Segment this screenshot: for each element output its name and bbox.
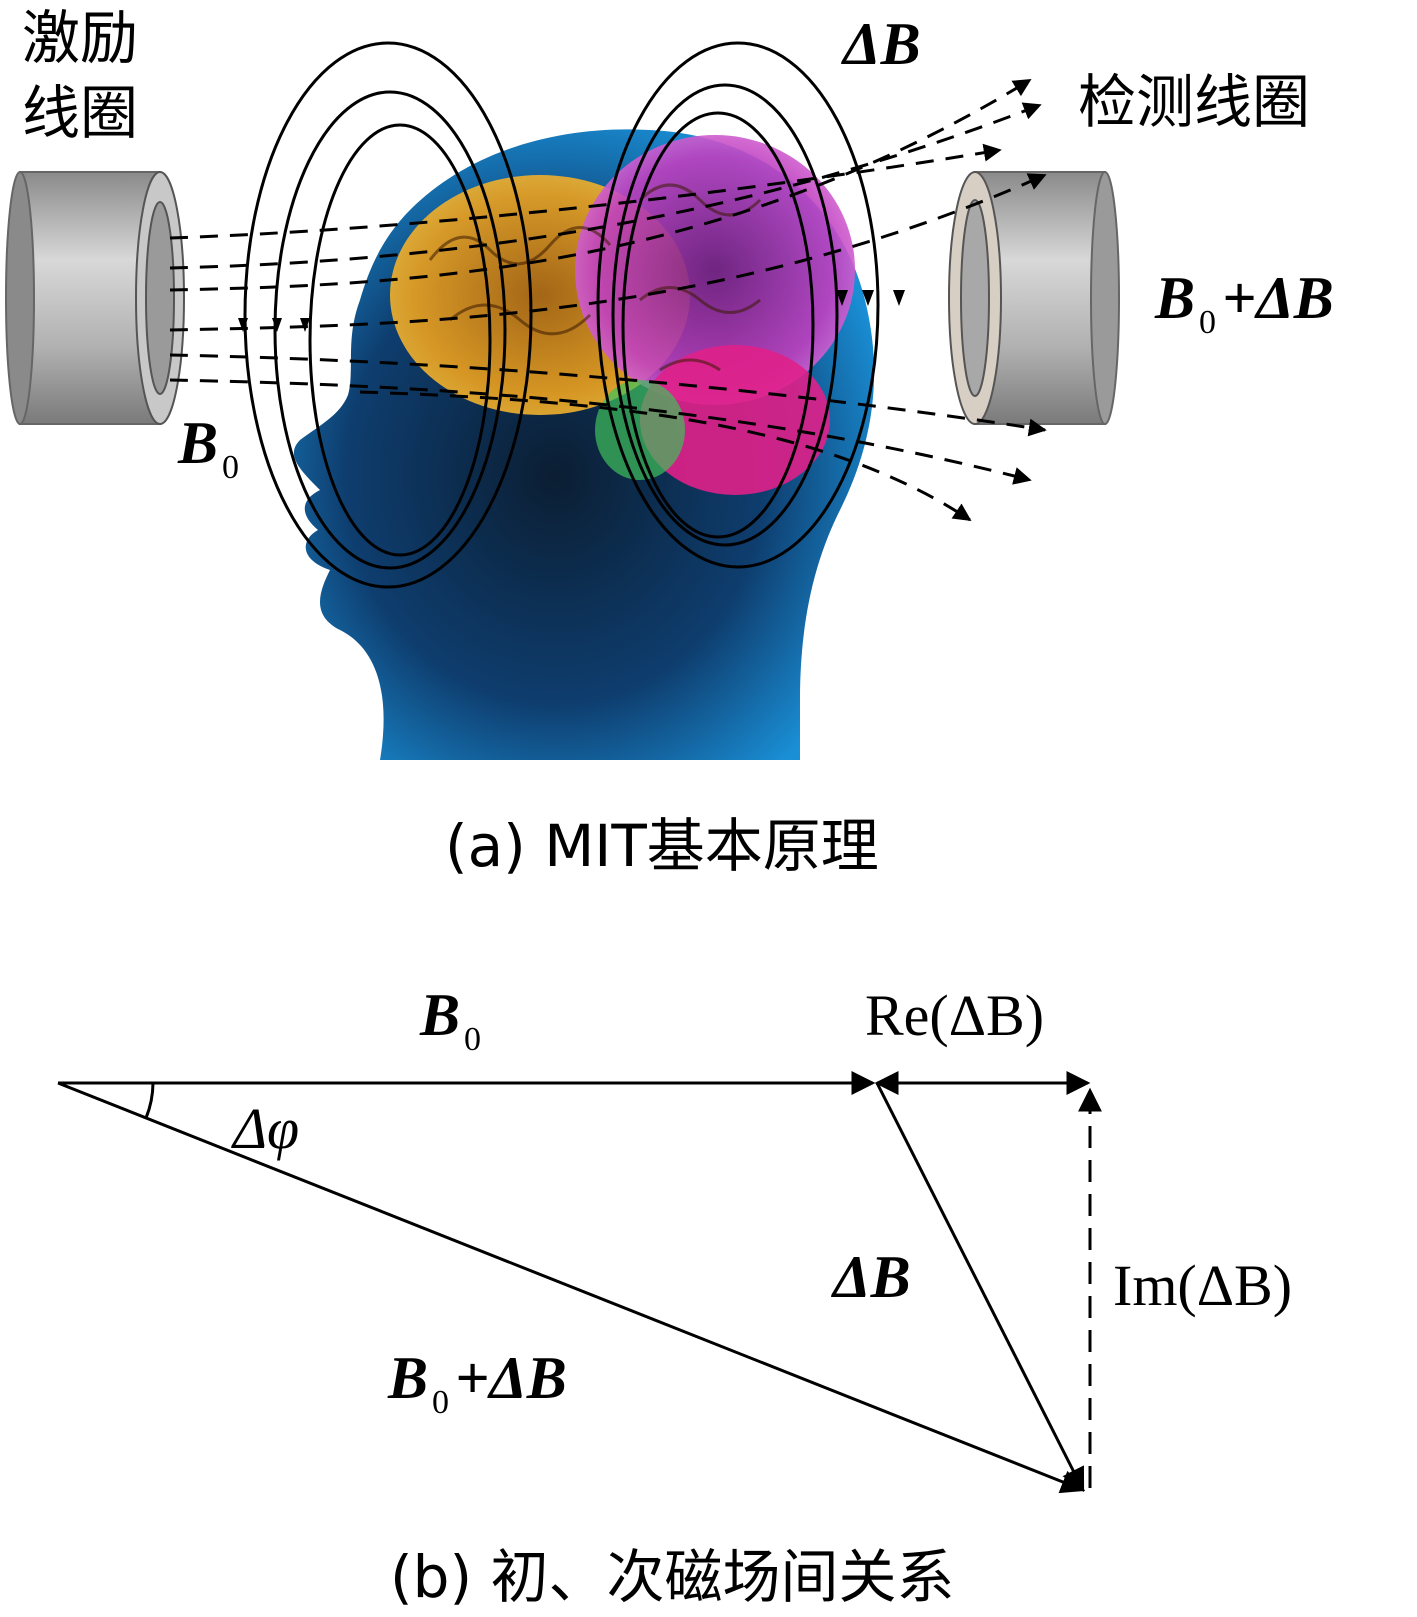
brain-cerebellum-pink: [640, 345, 830, 495]
panel-a: 激励 线圈 检测线圈 ΔB B 0 B 0 +ΔB (a) MIT基本原理: [5, 4, 1334, 880]
label-re-db: Re(ΔB): [865, 983, 1044, 1048]
svg-text:B: B: [387, 1345, 428, 1411]
svg-text:0: 0: [432, 1384, 449, 1421]
primary-field-lines: [169, 78, 1047, 522]
caption-a: (a) MIT基本原理: [445, 812, 879, 880]
head-illustration: [293, 129, 875, 760]
eddy-loops-left: [243, 41, 533, 589]
svg-text:B: B: [419, 982, 460, 1048]
brain-folds: [428, 183, 762, 372]
svg-text:B: B: [177, 410, 218, 476]
eddy-arrows-right: [836, 290, 905, 306]
svg-text:+ΔB: +ΔB: [455, 1345, 567, 1411]
svg-text:0: 0: [1199, 304, 1216, 341]
label-b0-bottom: B 0: [419, 982, 481, 1058]
label-delta-b-bottom: ΔB: [831, 1244, 911, 1310]
label-detection-coil: 检测线圈: [1078, 68, 1310, 136]
label-excitation-coil-line2: 线圈: [22, 79, 138, 147]
label-b0-left: B 0: [177, 410, 239, 486]
brain-stem-green: [595, 380, 685, 480]
vector-b0-plus-db: [57, 1081, 1086, 1494]
label-delta-b-top: ΔB: [841, 11, 921, 77]
eddy-loops-right: [596, 41, 880, 569]
svg-text:0: 0: [464, 1021, 481, 1058]
brain-back-purple: [575, 135, 855, 405]
svg-text:B: B: [1154, 265, 1195, 331]
label-b0-plus-db-bottom: B 0 +ΔB: [387, 1345, 567, 1421]
vector-db: [875, 1082, 1085, 1493]
label-im-db: Im(ΔB): [1113, 1253, 1292, 1318]
eddy-arrows-left: [238, 318, 310, 332]
label-excitation-coil-line1: 激励: [22, 4, 138, 72]
caption-b: (b) 初、次磁场间关系: [390, 1543, 955, 1611]
label-delta-phi: Δφ: [231, 1096, 299, 1161]
panel-b: B 0 Re(ΔB) Δφ ΔB Im(ΔB) B 0 +ΔB (b) 初、次磁…: [57, 982, 1292, 1611]
excitation-coil: [5, 171, 185, 425]
svg-text:0: 0: [222, 449, 239, 486]
svg-text:ΔB: ΔB: [841, 11, 921, 77]
svg-text:+ΔB: +ΔB: [1222, 265, 1334, 331]
detection-coil: [948, 171, 1120, 425]
label-b0-plus-db-right: B 0 +ΔB: [1154, 265, 1334, 341]
angle-arc-dphi: [144, 1082, 155, 1119]
